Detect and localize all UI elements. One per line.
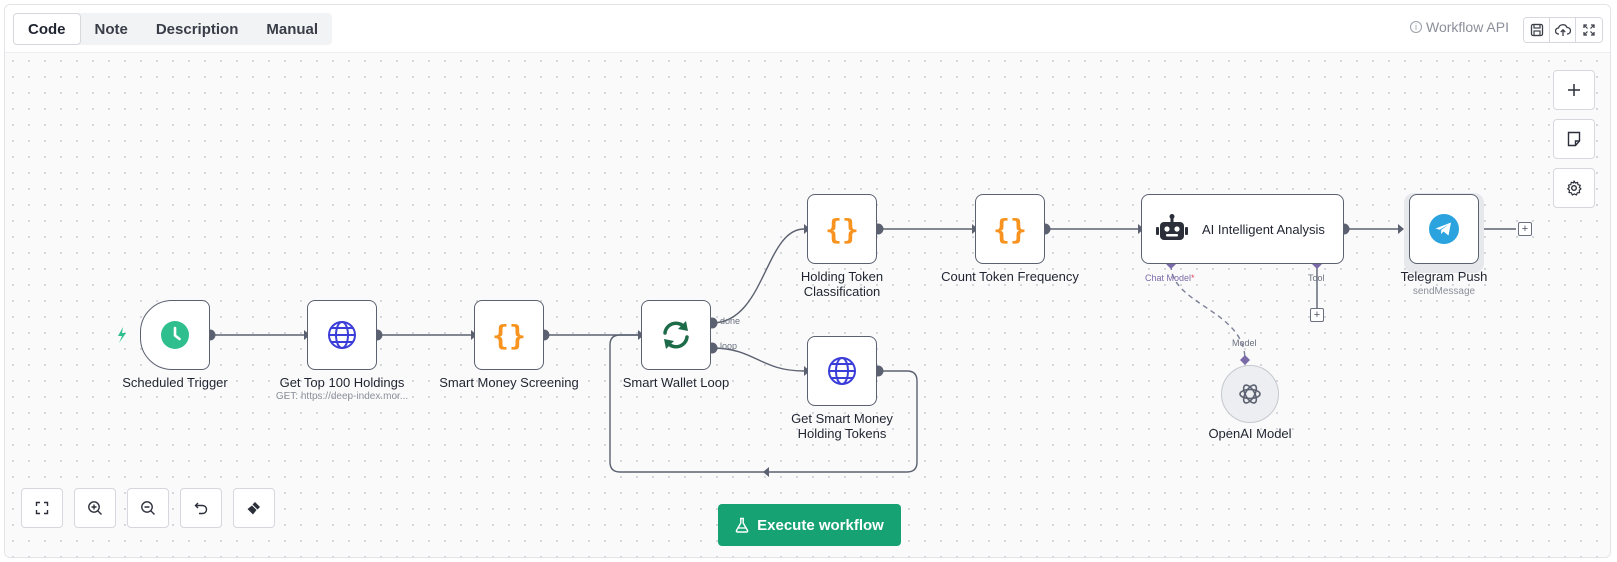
- chat-model-label: Chat Model*: [1145, 273, 1195, 283]
- workflow-api-label: Workflow API: [1426, 19, 1509, 35]
- add-tool-plus-icon[interactable]: +: [1310, 308, 1324, 322]
- model-port-label: Model: [1232, 338, 1257, 348]
- cloud-upload-icon[interactable]: [1550, 18, 1576, 42]
- node-label: OpenAI Model: [1208, 426, 1292, 441]
- node-get-smart-money-tokens[interactable]: [807, 336, 877, 406]
- globe-icon: [828, 357, 856, 385]
- loop-icon: [663, 321, 689, 349]
- tab-description[interactable]: Description: [155, 20, 239, 38]
- workflow-api-link[interactable]: i Workflow API: [1410, 19, 1509, 35]
- code-braces-icon: {}: [825, 212, 859, 246]
- globe-icon: [328, 321, 356, 349]
- edge-loop-to-smart-money: [711, 347, 805, 372]
- add-node-plus-icon[interactable]: +: [1518, 222, 1532, 236]
- settings-icon: [1567, 180, 1582, 196]
- zoom-in-icon: [88, 501, 102, 515]
- clean-up-icon: [247, 502, 260, 515]
- node-label-line1: Holding Token: [800, 269, 884, 284]
- node-ai-intelligent-analysis[interactable]: AI Intelligent Analysis: [1141, 194, 1344, 264]
- add-node-button[interactable]: [1553, 70, 1595, 110]
- edge-loop-done-to-classification: [711, 228, 805, 324]
- node-subtitle: GET: https://deep-index.mor...: [275, 391, 409, 402]
- node-label: Holding Token Classification: [772, 269, 912, 299]
- undo-icon: [194, 502, 208, 515]
- zoom-out-icon: [141, 501, 155, 515]
- code-braces-icon: {}: [993, 212, 1027, 246]
- fit-view-button[interactable]: [21, 488, 63, 528]
- required-mark: *: [1191, 273, 1195, 283]
- workflow-canvas[interactable]: [5, 53, 1610, 557]
- code-braces-icon: {}: [492, 318, 526, 352]
- chat-model-text: Chat Model: [1145, 273, 1192, 283]
- node-label: Scheduled Trigger: [122, 375, 228, 390]
- node-label-line2: Holding Tokens: [797, 426, 887, 441]
- node-scheduled-trigger[interactable]: [140, 300, 210, 370]
- node-telegram-push[interactable]: [1409, 194, 1479, 264]
- tab-manual[interactable]: Manual: [266, 20, 319, 38]
- handle-label-done: done: [720, 316, 741, 326]
- telegram-icon: [1429, 214, 1459, 244]
- node-label-line2: Classification: [803, 284, 881, 299]
- node-label: Telegram Push: [1400, 269, 1488, 284]
- node-subtitle: sendMessage: [1412, 286, 1476, 297]
- add-sticky-note-button[interactable]: [1553, 119, 1595, 159]
- node-get-top-holdings[interactable]: [307, 300, 377, 370]
- save-icon[interactable]: [1524, 18, 1550, 42]
- node-smart-wallet-loop[interactable]: [641, 300, 711, 370]
- plus-icon: [1568, 84, 1580, 96]
- tab-code[interactable]: Code: [13, 13, 81, 45]
- header-tool-group: [1523, 17, 1603, 43]
- clock-icon: [161, 321, 189, 349]
- node-holding-token-classification[interactable]: {}: [807, 194, 877, 264]
- node-smart-money-screening[interactable]: {}: [474, 300, 544, 370]
- node-label: Smart Money Screening: [439, 375, 579, 390]
- node-label: Count Token Frequency: [941, 269, 1079, 284]
- top-bar: Code Note Description Manual i Workflow …: [5, 5, 1610, 53]
- zoom-in-button[interactable]: [74, 488, 116, 528]
- node-label: Get Smart Money Holding Tokens: [772, 411, 912, 441]
- model-port[interactable]: [1240, 355, 1250, 365]
- execute-workflow-button[interactable]: Execute workflow: [718, 504, 901, 546]
- fit-view-icon: [35, 501, 49, 515]
- workflow-editor: Code Note Description Manual i Workflow …: [4, 4, 1611, 558]
- arrow-head: [763, 467, 769, 477]
- tab-bar: Code Note Description Manual: [13, 13, 333, 45]
- flask-icon: [735, 517, 749, 533]
- tool-label: Tool: [1308, 273, 1325, 283]
- arrow-head: [1398, 224, 1404, 234]
- edge-chat-model-openai: [1170, 264, 1246, 361]
- execute-workflow-label: Execute workflow: [757, 516, 884, 534]
- undo-button[interactable]: [180, 488, 222, 528]
- node-count-token-frequency[interactable]: {}: [975, 194, 1045, 264]
- node-label-line1: Get Smart Money: [791, 411, 893, 426]
- clean-up-button[interactable]: [233, 488, 275, 528]
- node-openai-model[interactable]: [1221, 365, 1279, 423]
- handle-label-loop: loop: [720, 341, 738, 351]
- zoom-out-button[interactable]: [127, 488, 169, 528]
- node-label: Get Top 100 Holdings: [279, 375, 405, 390]
- node-title: AI Intelligent Analysis: [1202, 221, 1325, 237]
- settings-button[interactable]: [1553, 168, 1595, 208]
- openai-icon: [1239, 384, 1261, 404]
- fullscreen-icon[interactable]: [1576, 18, 1602, 42]
- info-icon: i: [1410, 21, 1422, 33]
- sticky-note-icon: [1567, 131, 1581, 147]
- lightning-icon: [118, 327, 126, 343]
- robot-icon: [1156, 214, 1188, 240]
- tab-note[interactable]: Note: [94, 20, 128, 38]
- node-label: Smart Wallet Loop: [622, 375, 730, 390]
